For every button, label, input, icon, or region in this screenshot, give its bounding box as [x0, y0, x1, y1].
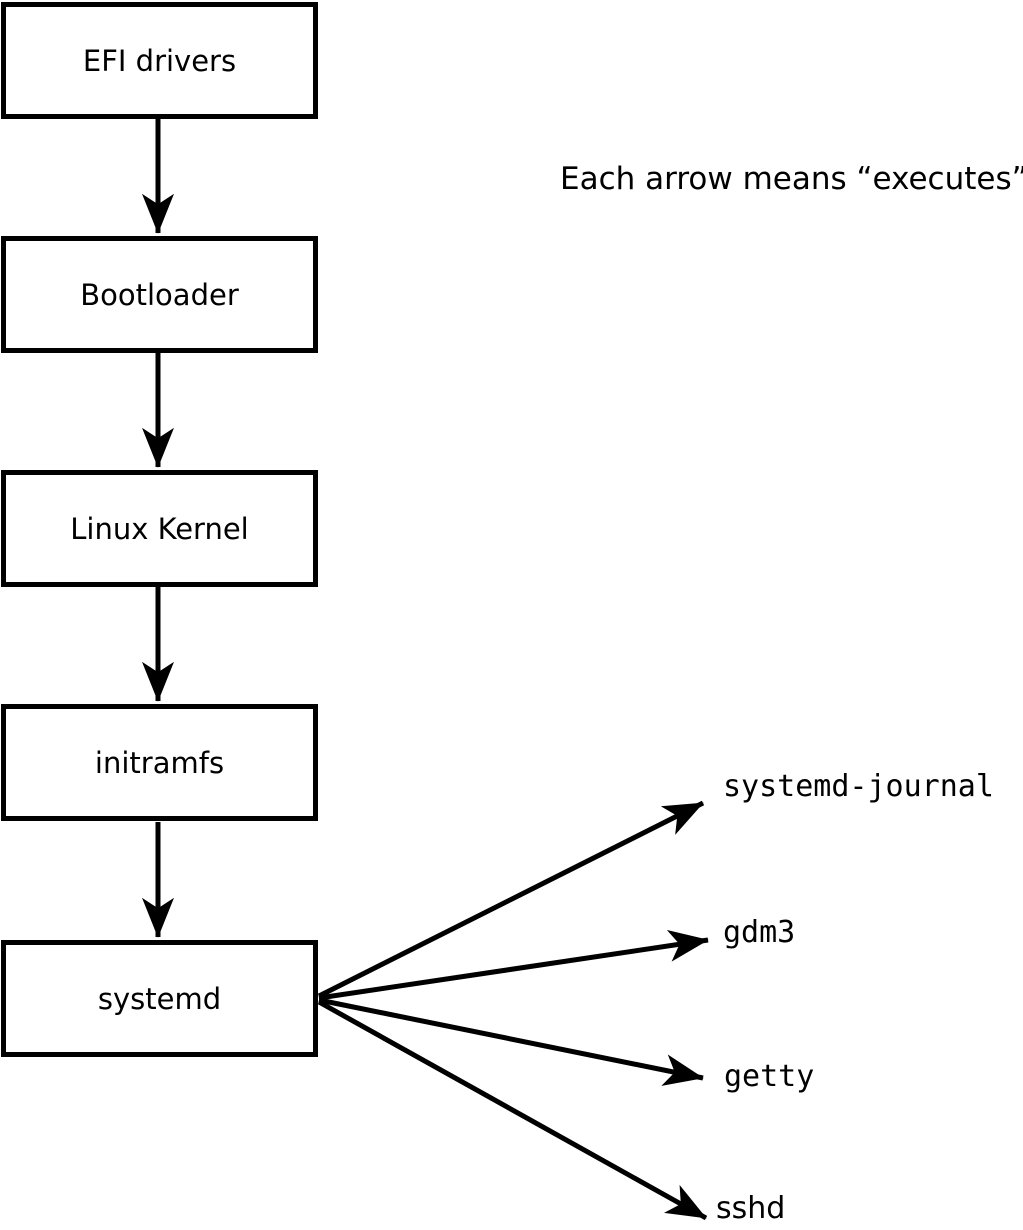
arrow-systemd-to-sshd: [317, 999, 708, 1221]
arrow-systemd-to-journal: [317, 800, 705, 999]
node-initramfs-label: initramfs: [94, 745, 225, 780]
node-efi-drivers: EFI drivers: [1, 2, 318, 119]
node-linux-kernel-label: Linux Kernel: [70, 511, 249, 546]
process-label-gdm3: gdm3: [723, 915, 796, 950]
process-label-systemd-journal: systemd-journal: [723, 769, 994, 804]
node-bootloader: Bootloader: [1, 236, 318, 353]
node-bootloader-label: Bootloader: [80, 277, 239, 312]
node-efi-drivers-label: EFI drivers: [82, 43, 237, 78]
arrow-systemd-to-gdm3: [318, 929, 709, 1001]
process-label-sshd: sshd: [716, 1191, 786, 1226]
arrow-meaning-annotation: Each arrow means “executes”.: [560, 161, 1023, 197]
node-systemd-label: systemd: [97, 981, 222, 1016]
node-linux-kernel: Linux Kernel: [1, 470, 318, 587]
node-initramfs: initramfs: [1, 704, 318, 821]
arrow-systemd-to-getty: [318, 997, 704, 1086]
process-label-getty: getty: [724, 1059, 815, 1094]
node-systemd: systemd: [1, 940, 318, 1057]
